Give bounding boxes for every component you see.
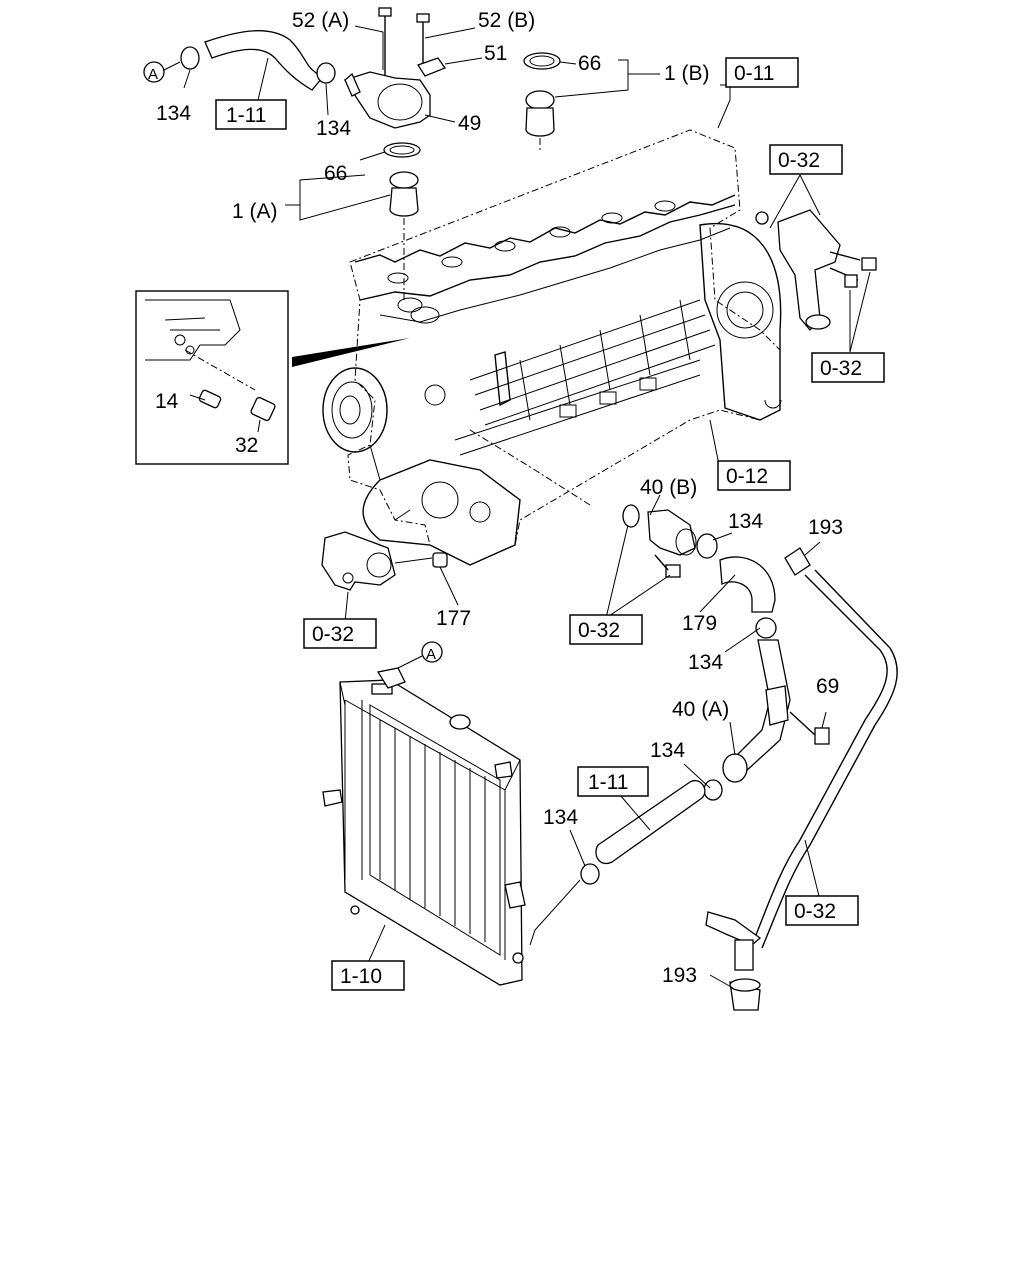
ref-box-0-32-a: 0-32 bbox=[769, 144, 843, 175]
inset-detail: 14 32 bbox=[135, 290, 289, 465]
fitting-14 bbox=[198, 389, 222, 409]
svg-text:0-32: 0-32 bbox=[778, 149, 820, 172]
thermostat-1a bbox=[389, 171, 419, 300]
label-66-lower: 66 bbox=[324, 162, 347, 185]
label-179: 179 bbox=[682, 612, 717, 635]
rear-outlet-group bbox=[755, 209, 877, 332]
ref-box-1-10: 1-10 bbox=[331, 960, 405, 991]
engine-block bbox=[322, 129, 782, 566]
label-69: 69 bbox=[816, 675, 839, 698]
callout-a-top: A bbox=[143, 61, 181, 83]
label-193-b: 193 bbox=[662, 964, 697, 987]
part-labels: 52 (A) 52 (B) 51 66 1 (B) 134 134 49 66 … bbox=[156, 9, 843, 987]
label-14: 14 bbox=[155, 390, 179, 413]
svg-text:1-10: 1-10 bbox=[340, 965, 382, 988]
ref-box-1-11-lower: 1-11 bbox=[577, 766, 649, 797]
ref-box-0-32-d: 0-32 bbox=[569, 614, 643, 645]
upper-hose-group bbox=[180, 7, 561, 300]
clamp-134-f bbox=[580, 863, 600, 885]
gasket-66-a bbox=[383, 142, 421, 158]
ref-box-1-11-top: 1-11 bbox=[215, 99, 287, 130]
sensor-177 bbox=[432, 552, 448, 568]
bracket-51 bbox=[417, 57, 447, 77]
label-1b: 1 (B) bbox=[664, 62, 710, 85]
ref-boxes: 1-11 0-11 0-32 0-32 0-12 0-32 0-32 1-11 … bbox=[215, 57, 885, 991]
clamp-134-e bbox=[703, 779, 723, 801]
label-52a: 52 (A) bbox=[292, 9, 349, 32]
label-134-c: 134 bbox=[728, 510, 763, 533]
label-134-d: 134 bbox=[688, 651, 723, 674]
svg-text:1-11: 1-11 bbox=[226, 104, 266, 127]
svg-text:0-12: 0-12 bbox=[726, 465, 768, 488]
label-52b: 52 (B) bbox=[478, 9, 535, 32]
clamp-134-right bbox=[316, 62, 336, 84]
label-177: 177 bbox=[436, 607, 471, 630]
label-40b: 40 (B) bbox=[640, 476, 697, 499]
callout-a-radiator: A bbox=[397, 641, 443, 669]
label-193-a: 193 bbox=[808, 516, 843, 539]
label-51: 51 bbox=[484, 42, 507, 65]
label-134-f: 134 bbox=[543, 806, 578, 829]
bolt-52a bbox=[378, 7, 392, 75]
leader-lines bbox=[183, 25, 871, 989]
bolt-52b bbox=[416, 13, 430, 70]
label-49: 49 bbox=[458, 112, 481, 135]
label-134-e: 134 bbox=[650, 739, 685, 762]
lower-hose-group bbox=[529, 556, 830, 946]
ref-box-0-32-c: 0-32 bbox=[303, 618, 377, 649]
label-66-upper: 66 bbox=[578, 52, 601, 75]
svg-text:0-32: 0-32 bbox=[820, 357, 862, 380]
ref-box-0-32-b: 0-32 bbox=[811, 352, 885, 383]
svg-text:0-32: 0-32 bbox=[312, 623, 354, 646]
svg-text:0-32: 0-32 bbox=[794, 900, 836, 923]
label-134-a: 134 bbox=[156, 102, 191, 125]
ref-box-0-11: 0-11 bbox=[725, 57, 799, 88]
thermostat-1b bbox=[525, 90, 555, 150]
clamp-134-c bbox=[696, 533, 718, 559]
svg-text:0-11: 0-11 bbox=[734, 62, 774, 85]
svg-text:0-32: 0-32 bbox=[578, 619, 620, 642]
svg-text:1-11: 1-11 bbox=[588, 771, 628, 794]
svg-text:A: A bbox=[148, 66, 158, 83]
inset-pointer bbox=[292, 338, 410, 367]
label-32: 32 bbox=[235, 434, 258, 457]
fitting-32 bbox=[250, 396, 276, 422]
label-40a: 40 (A) bbox=[672, 698, 729, 721]
lower-front-group bbox=[321, 429, 718, 591]
clamp-134-d bbox=[755, 617, 777, 639]
label-134-b: 134 bbox=[316, 117, 351, 140]
radiator bbox=[322, 667, 526, 986]
svg-text:A: A bbox=[426, 646, 436, 663]
ref-box-0-32-e: 0-32 bbox=[785, 895, 859, 926]
clamp-134-left bbox=[180, 46, 200, 70]
ref-box-0-12: 0-12 bbox=[717, 460, 791, 491]
long-pipe-group bbox=[705, 547, 898, 1011]
bolt-69 bbox=[814, 727, 830, 745]
label-1a: 1 (A) bbox=[232, 200, 278, 223]
gasket-66-b bbox=[523, 52, 561, 70]
